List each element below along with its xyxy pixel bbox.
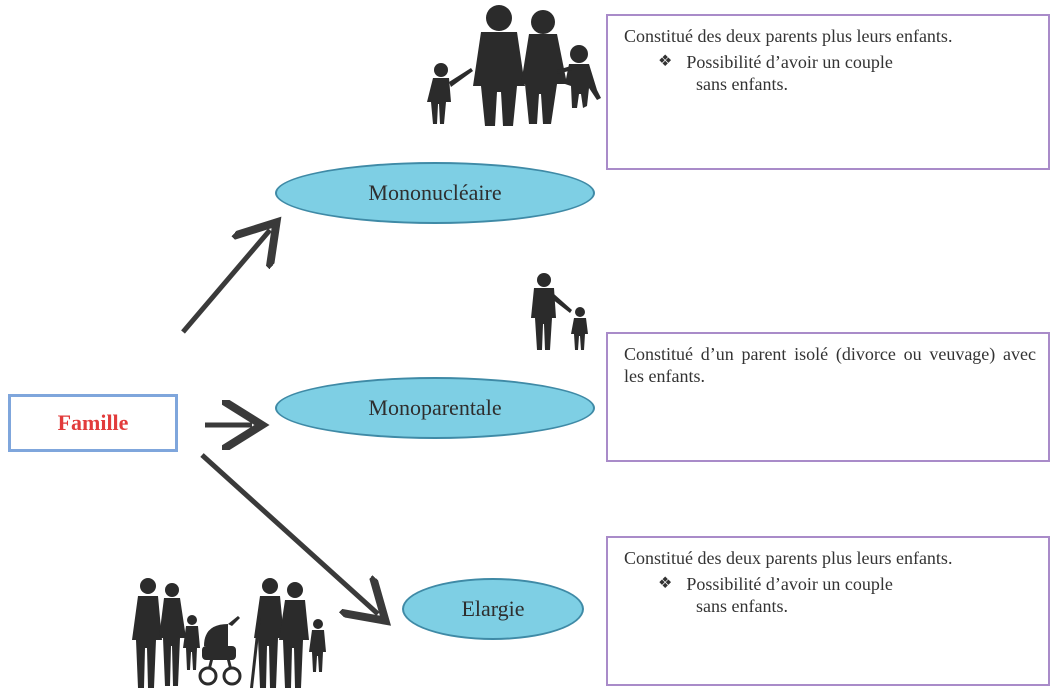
description-text: Constitué des deux parents plus leurs en… [624, 548, 953, 568]
root-node-famille: Famille [8, 394, 178, 452]
type-label-monoparentale: Monoparentale [368, 395, 502, 420]
description-text: Constitué des deux parents plus leurs en… [624, 26, 953, 46]
type-node-elargie: Elargie [402, 578, 584, 640]
type-node-monoparentale: Monoparentale [275, 377, 595, 439]
diamond-bullet-icon: ❖ [658, 574, 673, 592]
root-label: Famille [57, 410, 129, 435]
parent-child-silhouette-icon [531, 273, 588, 350]
description-text: Constitué d’un parent isolé (divorce ou … [624, 344, 1036, 386]
description-box-mononucleaire: Constitué des deux parents plus leurs en… [606, 14, 1050, 170]
bullet-text: Possibilité d’avoir un couple [686, 51, 893, 72]
bullet-text-continued: sans enfants. [696, 595, 788, 616]
diamond-bullet-icon: ❖ [658, 52, 673, 70]
type-label-mononucleaire: Mononucléaire [368, 180, 502, 205]
description-box-monoparentale: Constitué d’un parent isolé (divorce ou … [606, 332, 1050, 462]
family-silhouette-icon [427, 5, 601, 126]
extended-family-silhouette-icon [132, 578, 326, 688]
bullet-text: Possibilité d’avoir un couple [686, 573, 893, 594]
bullet-text-continued: sans enfants. [696, 73, 788, 94]
type-node-mononucleaire: Mononucléaire [275, 162, 595, 224]
arrow-to-elargie [200, 453, 378, 614]
arrow-to-mononucleaire [181, 230, 270, 334]
type-label-elargie: Elargie [461, 596, 525, 621]
description-box-elargie: Constitué des deux parents plus leurs en… [606, 536, 1050, 686]
